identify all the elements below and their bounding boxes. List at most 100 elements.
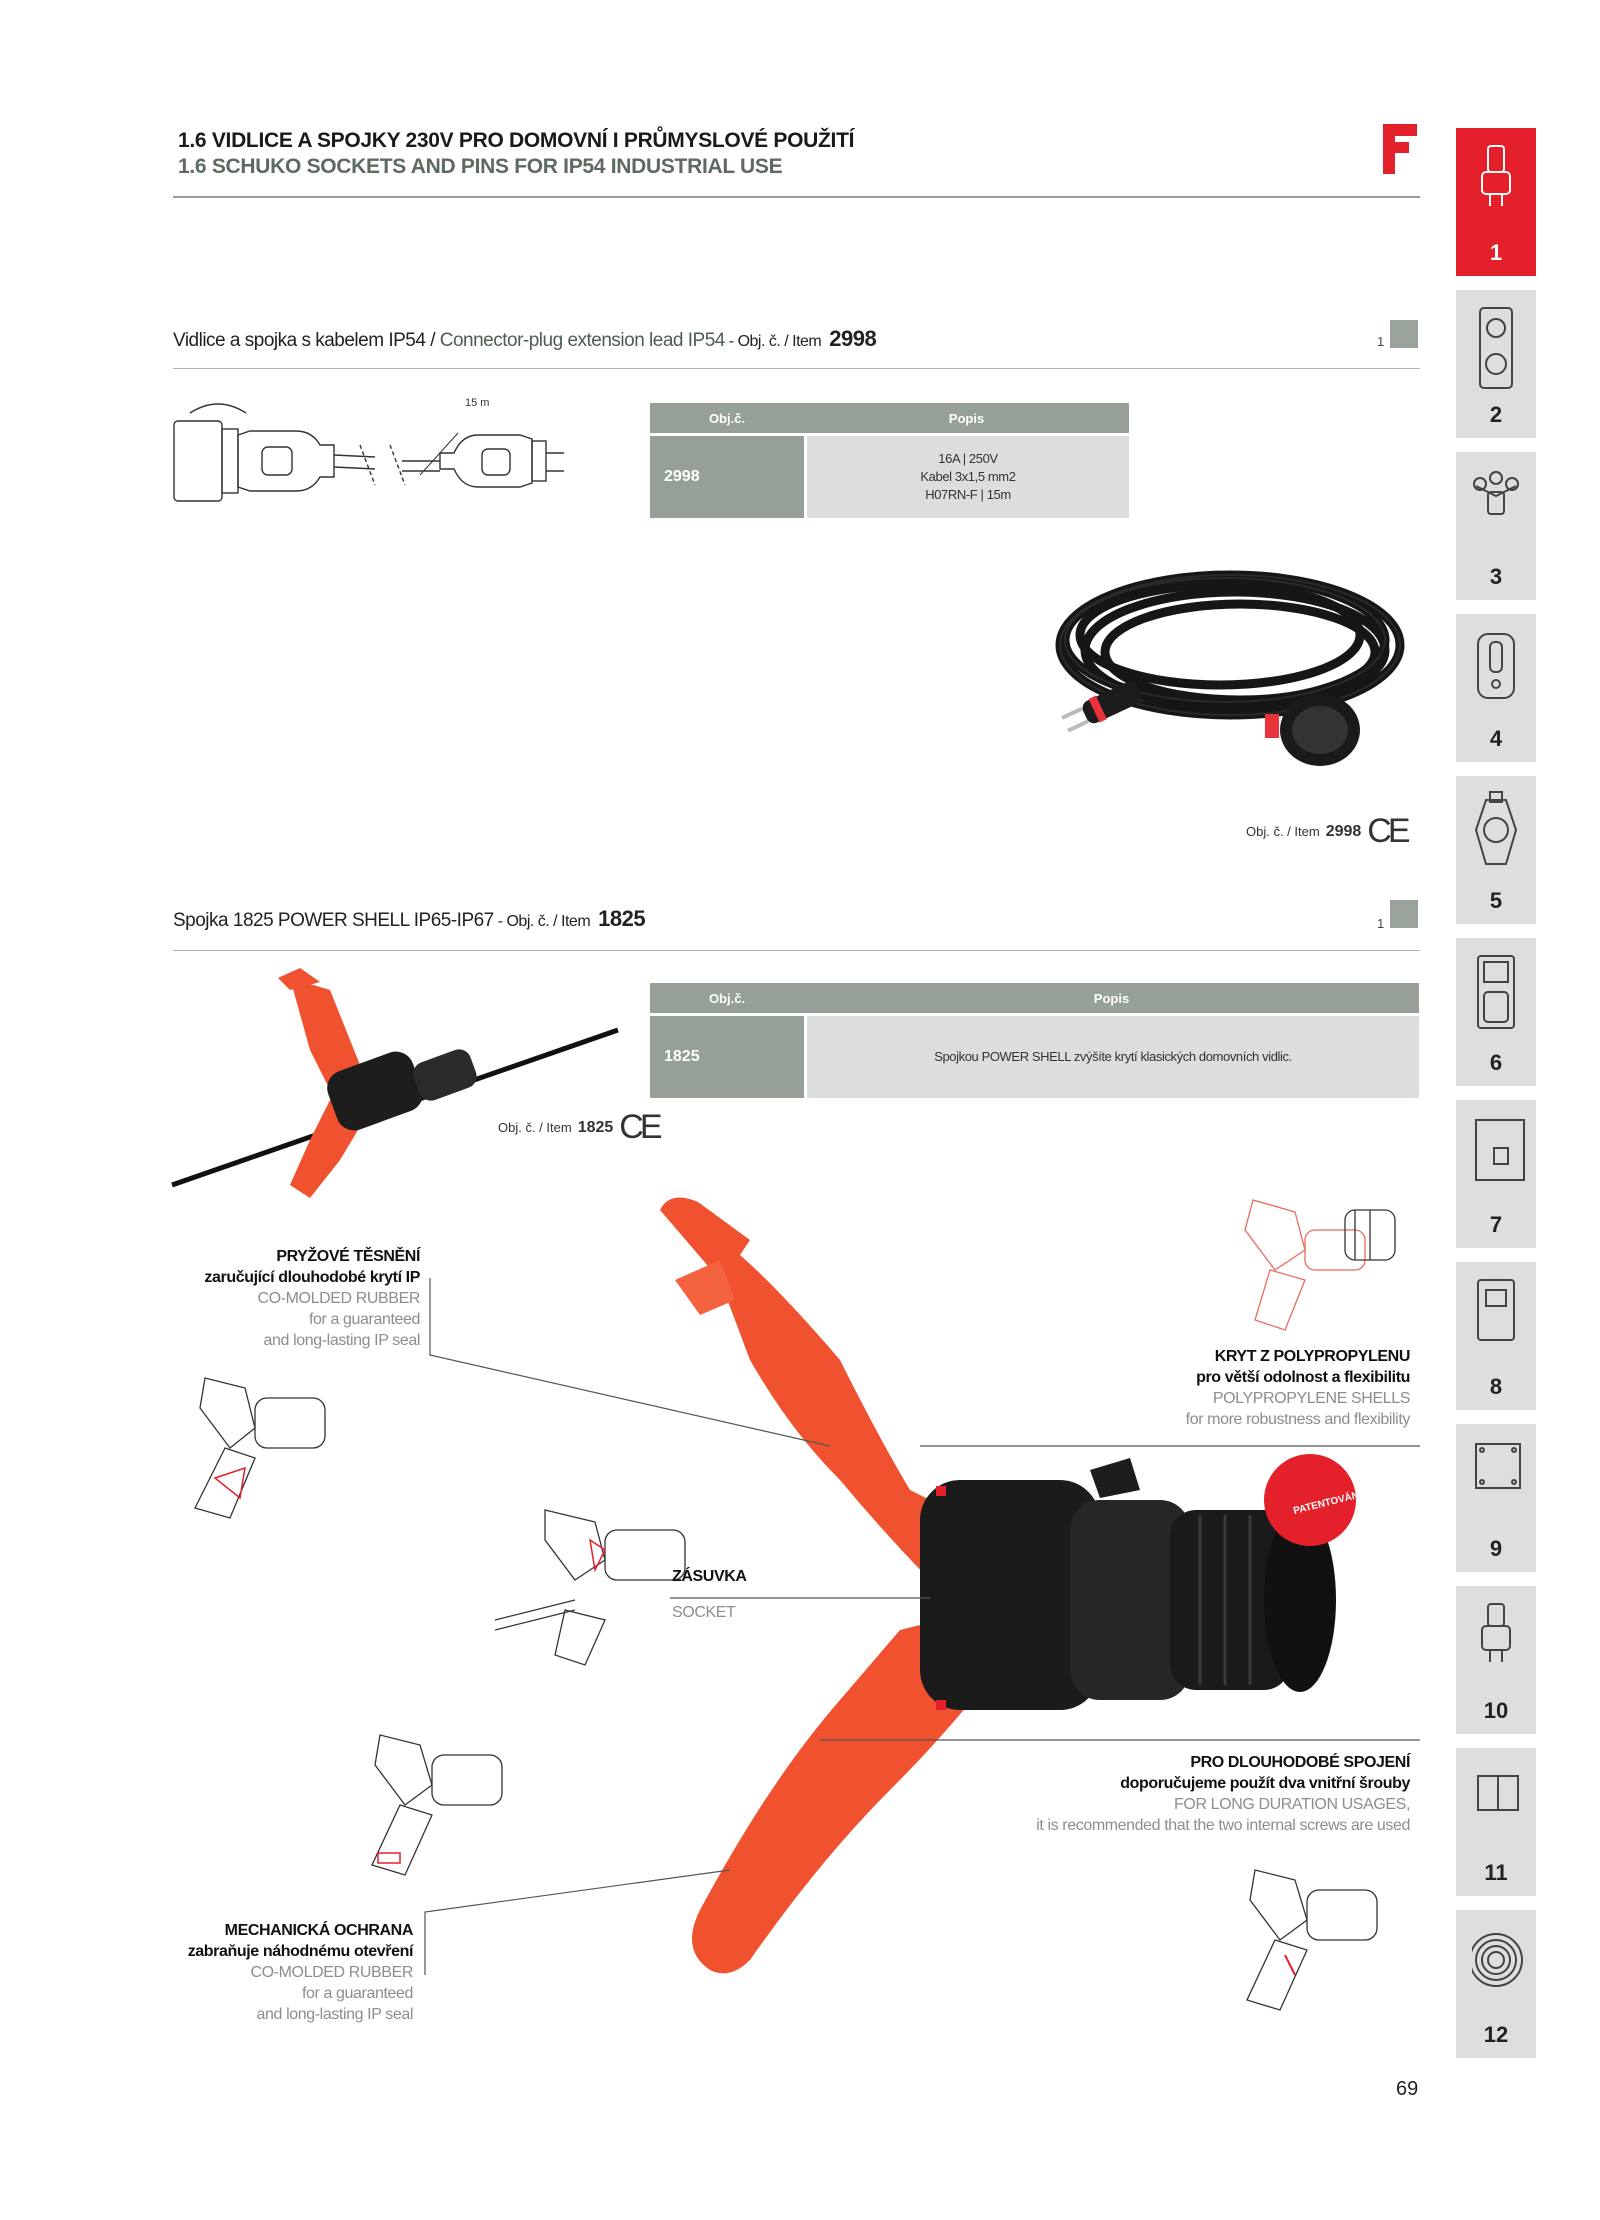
callout-subtitle: doporučujeme použít dva vnitřní šrouby [1120,1775,1410,1792]
ce-mark-icon: CE [1367,812,1410,850]
callout-en-line: and long-lasting IP seal [263,1332,421,1349]
section1-qty: 1 [1377,334,1385,349]
col-header-code: Obj.č. [650,403,804,433]
callout-en-line: it is recommended that the two internal … [1036,1817,1410,1834]
header-divider [173,196,1420,198]
connector-plug-icon [1481,1603,1511,1662]
tab-9[interactable]: 9 [1456,1424,1536,1572]
tab-1[interactable]: 1 [1456,128,1536,276]
tab-label: 11 [1484,1860,1508,1885]
brand-logo-icon [1383,124,1417,174]
item-desc-cell: 16A | 250V Kabel 3x1,5 mm2 H07RN-F | 15m [804,433,1129,518]
section2-divider [173,950,1420,951]
shell-open-sketch [1244,1199,1396,1331]
tab-label: 5 [1489,888,1503,913]
col-header-desc: Popis [804,983,1419,1013]
callout-en-line: for a guaranteed [301,1985,413,2002]
socket-sketch [495,1509,686,1666]
tab-label: 4 [1489,726,1503,751]
tab-7[interactable]: 7 [1456,1100,1536,1248]
section1-spec-table: Obj.č. Popis 2998 16A | 250V Kabel 3x1,5… [650,403,1129,518]
page-header: 1.6 VIDLICE A SPOJKY 230V PRO DOMOVNÍ I … [178,128,854,180]
section2-title-cz: Spojka 1825 POWER SHELL IP65-IP67 [173,910,494,931]
desc-line: Kabel 3x1,5 mm2 [920,469,1016,484]
section1-divider [173,368,1420,369]
section2-item-label: - Obj. č. / Item [493,913,591,930]
tab-2[interactable]: 2 [1456,290,1536,438]
callout-subtitle: zabraňuje náhodnému otevření [187,1943,414,1960]
tab-5[interactable]: 5 [1456,776,1536,924]
callout-socket-en: SOCKET [672,1602,736,1623]
tab-label: 3 [1489,564,1503,589]
plug-icon [1481,145,1511,206]
section2-title: Spojka 1825 POWER SHELL IP65-IP67 - Obj.… [173,906,646,932]
callout-en-title: CO-MOLDED RUBBER [257,1290,420,1307]
section2-spec-table: Obj.č. Popis 1825 Spojkou POWER SHELL zv… [650,983,1419,1098]
callout-socket: ZÁSUVKA [672,1566,747,1587]
table-row: 2998 16A | 250V Kabel 3x1,5 mm2 H07RN-F … [650,433,1129,518]
tab-11[interactable]: 11 [1456,1748,1536,1896]
screws-sketch [1246,1869,1378,2011]
desc-line: 16A | 250V [938,451,998,466]
callout-mechanical: MECHANICKÁ OCHRANA zabraňuje náhodnému o… [130,1920,414,2025]
tab-label: 10 [1483,1698,1509,1723]
item-code-cell: 1825 [650,1013,804,1098]
tab-label: 7 [1489,1212,1503,1237]
callout-en-line: for more robustness and flexibility [1185,1411,1411,1428]
socket-box-icon [1479,307,1513,389]
tab-12[interactable]: 12 [1456,1910,1536,2058]
section2-qty: 1 [1377,916,1385,931]
desc-line: H07RN-F | 15m [925,487,1011,502]
tab-label: 9 [1489,1536,1503,1561]
tab-label: 12 [1483,2022,1509,2047]
tab-label: 6 [1489,1050,1503,1075]
callout-title: PRO DLOUHODOBÉ SPOJENÍ [1190,1754,1410,1771]
col-header-desc: Popis [804,403,1129,433]
tab-label: 1 [1489,240,1503,265]
tab-label: 8 [1489,1374,1503,1399]
section1-title-en: Connector-plug extension lead IP54 [439,330,726,351]
callout-subtitle: pro větší odolnost a flexibilitu [1196,1369,1410,1386]
ce-mark-icon: CE [619,1108,662,1146]
caption-item-number: 1825 [577,1118,614,1136]
cable-reel-icon [1472,1933,1523,1987]
section1-item-label: - Obj. č. / Item [724,333,822,350]
coiled-cable-photo [1055,570,1405,766]
tab-6[interactable]: 6 [1456,938,1536,1086]
junction-box-icon [1475,1443,1521,1489]
caption-item-number: 2998 [1325,822,1362,840]
industrial-socket-icon [1474,791,1518,865]
drawing-length-label: 15 m [465,397,490,409]
section1-item-number: 2998 [829,326,877,351]
callout-en-title: CO-MOLDED RUBBER [250,1964,413,1981]
callout-long-duration: PRO DLOUHODOBÉ SPOJENÍ doporučujeme použ… [900,1752,1410,1836]
mechanical-protection-sketch [371,1734,503,1876]
distribution-box-icon [1475,1119,1525,1181]
tab-8[interactable]: 8 [1456,1262,1536,1410]
section1-photo-caption: Obj. č. / Item 2998 CE [1246,812,1411,851]
tab-10[interactable]: 10 [1456,1586,1536,1734]
section1-title: Vidlice a spojka s kabelem IP54 / Connec… [173,326,877,352]
page-number: 69 [1396,2078,1419,2100]
rubber-seal-sketch [194,1377,326,1519]
table-row: 1825 Spojkou POWER SHELL zvýšíte krytí k… [650,1013,1419,1098]
callout-title: MECHANICKÁ OCHRANA [224,1922,414,1939]
double-panel-icon [1477,1775,1519,1811]
wall-socket-icon [1477,633,1515,699]
caption-prefix: Obj. č. / Item [1246,824,1320,839]
section2-qty-box [1390,900,1418,928]
tab-4[interactable]: 4 [1456,614,1536,762]
section2-photo-caption: Obj. č. / Item 1825 CE [498,1108,663,1147]
section1-qty-box [1390,320,1418,348]
multi-adapter-icon [1473,471,1519,515]
callout-en-line: and long-lasting IP seal [256,2006,414,2023]
tab-label: 2 [1489,402,1503,427]
callout-en-title: SOCKET [672,1604,736,1621]
panel-socket-icon [1477,955,1515,1029]
header-title-cz: 1.6 VIDLICE A SPOJKY 230V PRO DOMOVNÍ I … [178,129,855,152]
callout-polypropylene: KRYT Z POLYPROPYLENU pro větší odolnost … [1000,1346,1411,1430]
callout-en-title: POLYPROPYLENE SHELLS [1212,1390,1411,1407]
tab-3[interactable]: 3 [1456,452,1536,600]
extension-lead-drawing [173,403,564,502]
callout-en-title: FOR LONG DURATION USAGES, [1174,1796,1410,1813]
